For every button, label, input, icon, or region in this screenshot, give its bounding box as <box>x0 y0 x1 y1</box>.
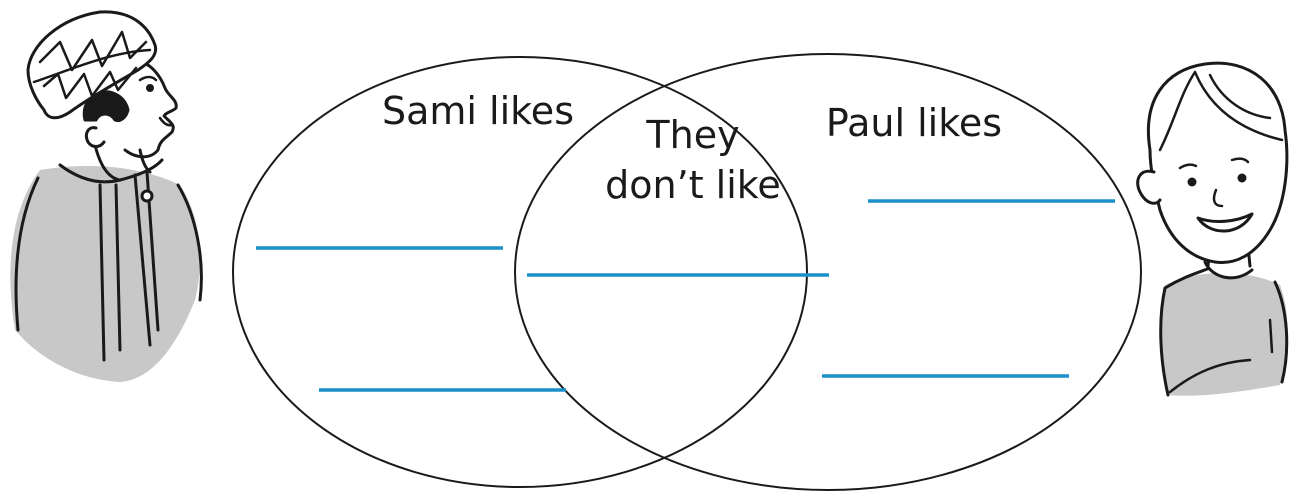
label-dont-like: don’t like <box>605 163 781 207</box>
sami-robe-button <box>142 191 152 201</box>
sami-eye <box>148 86 153 91</box>
paul-illustration <box>1138 63 1288 396</box>
paul-eye-left <box>1189 179 1195 185</box>
answer-lines <box>256 201 1115 390</box>
sami-eyebrow <box>140 77 156 80</box>
paul-shirt-shading <box>1162 273 1288 396</box>
label-they: They <box>645 113 739 157</box>
sami-ear <box>86 128 104 147</box>
paul-head <box>1148 63 1286 262</box>
paul-eye-right <box>1239 175 1245 181</box>
label-paul-likes: Paul likes <box>826 101 1002 145</box>
label-sami-likes: Sami likes <box>382 89 574 133</box>
sami-illustration <box>10 12 201 382</box>
